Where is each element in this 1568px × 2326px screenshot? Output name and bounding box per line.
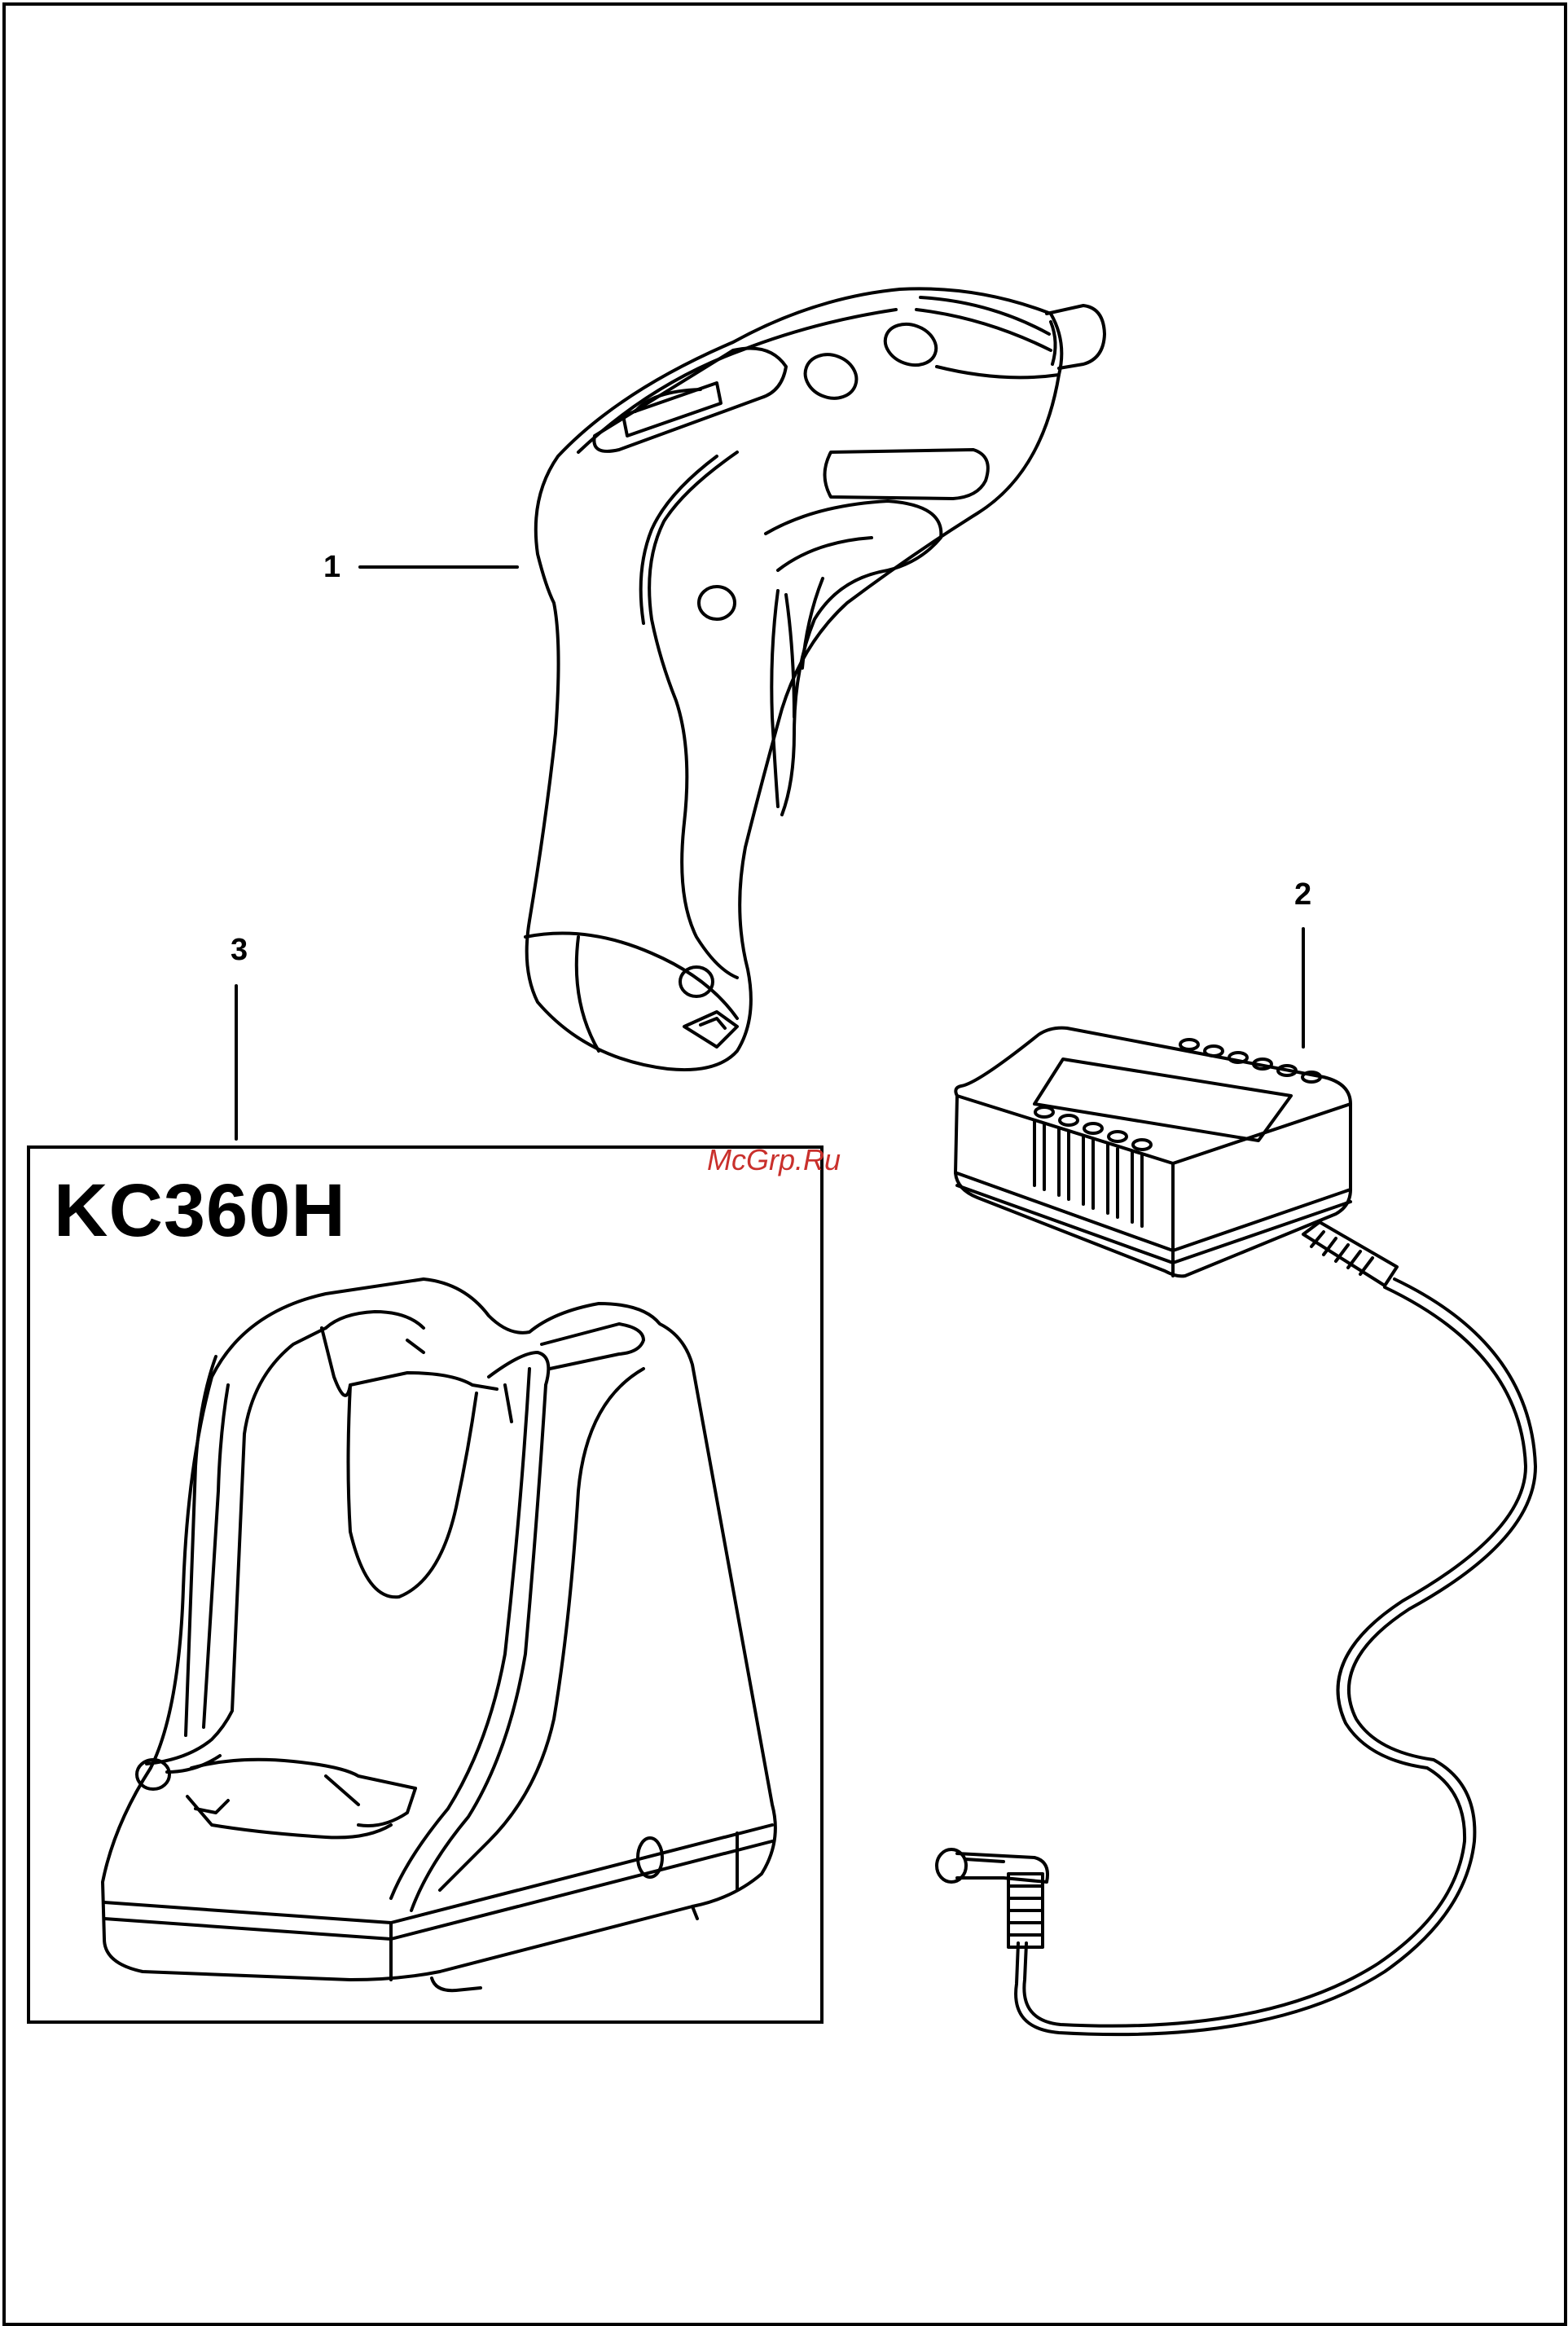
watermark-text: McGrp.Ru (707, 1145, 841, 1175)
screwdriver-icon (525, 288, 1105, 1070)
callout-3-label: 3 (231, 934, 248, 965)
callout-1-label: 1 (323, 552, 340, 583)
model-title: KC360H (54, 1173, 346, 1248)
power-adapter-icon (937, 1028, 1535, 2034)
model-box (27, 1145, 824, 2024)
callout-2-label: 2 (1294, 879, 1311, 910)
